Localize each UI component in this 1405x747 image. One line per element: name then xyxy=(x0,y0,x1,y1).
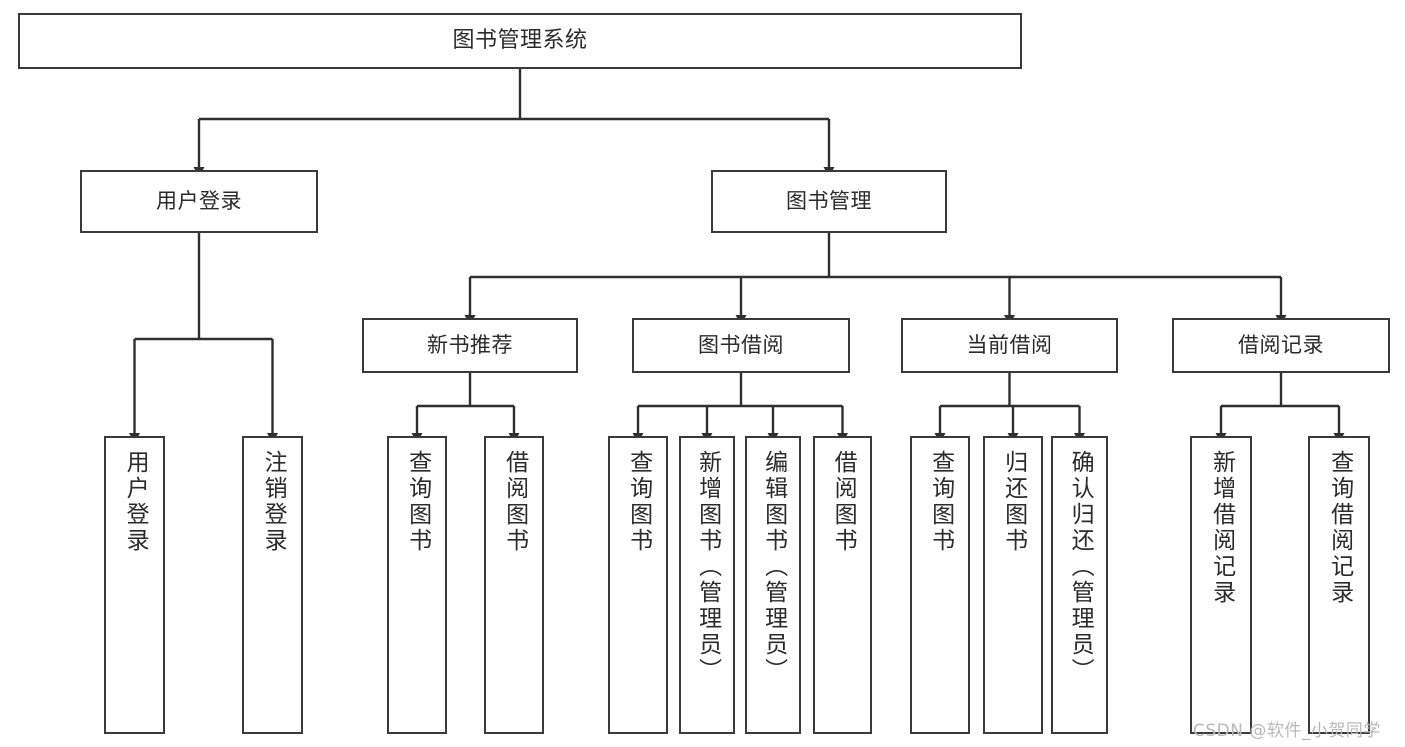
node-label: 新书推荐 xyxy=(427,333,513,358)
node-label: 注销登录 xyxy=(260,450,287,554)
node-new_rec: 新书推荐 xyxy=(362,318,578,373)
node-book_mgmt: 图书管理 xyxy=(711,170,947,233)
node-label: 新增图书（管理员） xyxy=(694,450,721,684)
node-label: 当前借阅 xyxy=(966,333,1053,358)
node-l2: 注销登录 xyxy=(242,436,303,734)
node-label: 借阅图书 xyxy=(501,450,528,554)
node-l9: 查询图书 xyxy=(910,436,970,734)
node-user_login: 用户登录 xyxy=(80,170,318,233)
node-label: 用户登录 xyxy=(122,450,149,554)
node-l4: 借阅图书 xyxy=(484,436,544,734)
node-label: 图书管理系统 xyxy=(452,27,588,53)
node-label: 查询图书 xyxy=(625,450,652,554)
node-current: 当前借阅 xyxy=(901,318,1118,373)
node-l8: 借阅图书 xyxy=(813,436,872,734)
node-label: 新增借阅记录 xyxy=(1208,450,1235,606)
node-label: 用户登录 xyxy=(156,189,242,214)
node-label: 查询图书 xyxy=(404,450,431,554)
node-label: 编辑图书（管理员） xyxy=(760,450,787,684)
node-label: 图书管理 xyxy=(786,189,872,214)
node-label: 归还图书 xyxy=(1000,450,1027,554)
node-l5: 查询图书 xyxy=(608,436,668,734)
node-label: 查询借阅记录 xyxy=(1326,450,1353,606)
node-l11: 确认归还（管理员） xyxy=(1051,436,1108,734)
watermark: CSDN @软件_小贺同学 xyxy=(1193,721,1381,741)
node-l6: 新增图书（管理员） xyxy=(679,436,735,734)
node-l7: 编辑图书（管理员） xyxy=(745,436,801,734)
node-label: 图书借阅 xyxy=(698,333,784,358)
node-l13: 查询借阅记录 xyxy=(1308,436,1370,734)
node-borrow: 图书借阅 xyxy=(632,318,850,373)
node-l12: 新增借阅记录 xyxy=(1190,436,1252,734)
node-root: 图书管理系统 xyxy=(18,13,1022,69)
node-l3: 查询图书 xyxy=(387,436,447,734)
node-l10: 归还图书 xyxy=(983,436,1043,734)
node-label: 借阅记录 xyxy=(1238,333,1324,358)
node-l1: 用户登录 xyxy=(104,436,165,734)
node-label: 确认归还（管理员） xyxy=(1067,450,1094,684)
node-label: 查询图书 xyxy=(927,450,954,554)
node-records: 借阅记录 xyxy=(1172,318,1390,373)
node-label: 借阅图书 xyxy=(830,450,857,554)
